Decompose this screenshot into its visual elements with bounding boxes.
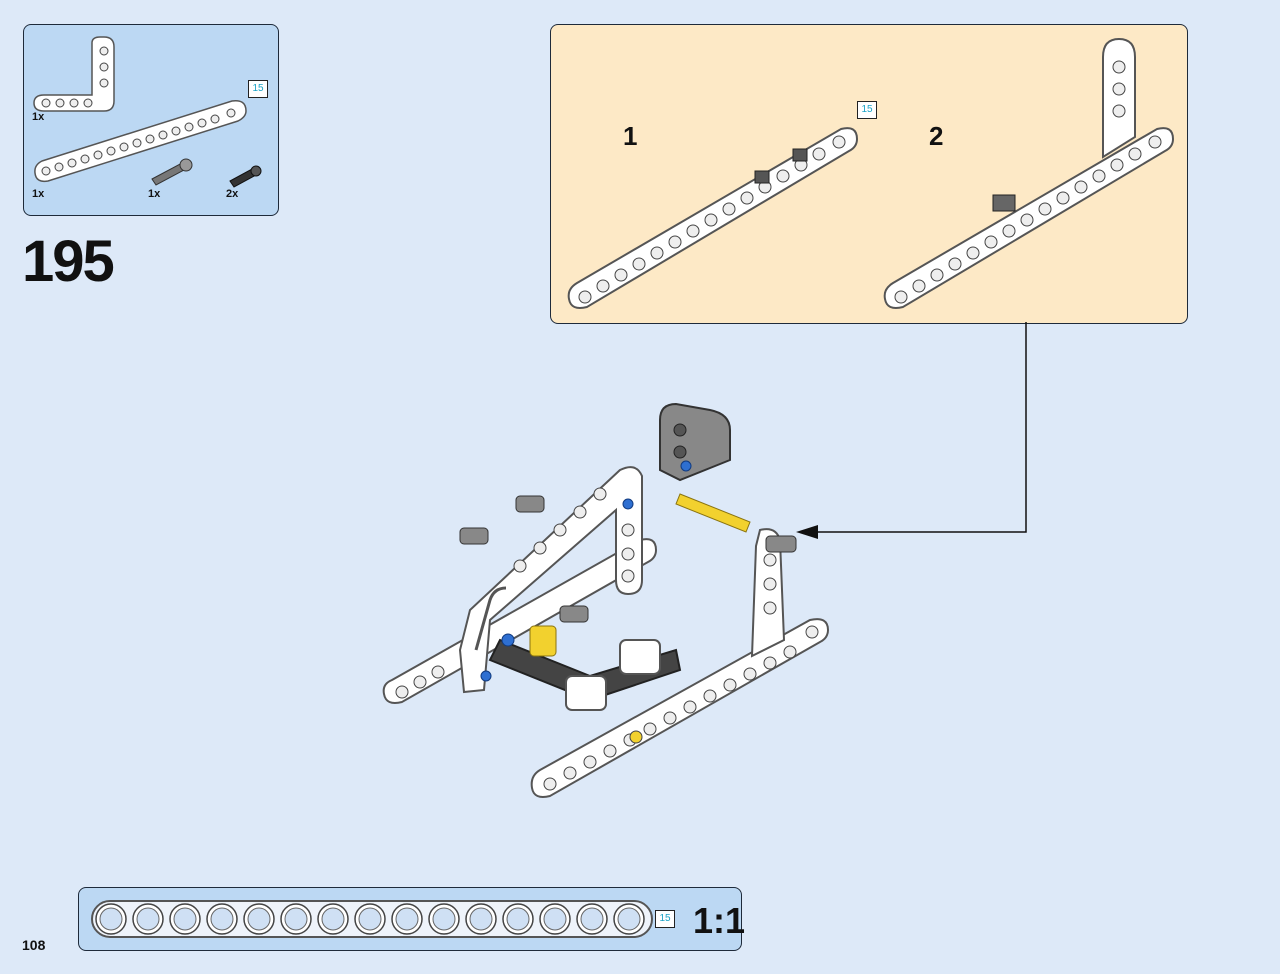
substep-2-beam-illustration (883, 37, 1175, 309)
length-badge: 15 (248, 80, 268, 98)
substep-number-2: 2 (929, 121, 944, 151)
ruler-hole-inner (210, 907, 234, 931)
ruler-hole-inner (99, 907, 123, 931)
ruler-hole-inner (580, 907, 604, 931)
ruler-hole-inner (543, 907, 567, 931)
ruler-hole-inner (469, 907, 493, 931)
ruler-hole-inner (284, 907, 308, 931)
part-qty-straight-beam: 1x (32, 188, 45, 200)
ruler-box: 15 1:1 (78, 887, 746, 951)
part-qty-friction-pin: 2x (226, 188, 239, 200)
straight-beam-15-part-icon (34, 99, 247, 183)
subassembly-box: 1 15 2 (550, 24, 1188, 324)
ruler-hole-inner (506, 907, 530, 931)
axle-pin-part-icon (151, 158, 193, 186)
ruler-hole-inner (173, 907, 197, 931)
part-qty-axle-pin: 1x (148, 188, 161, 200)
scale-label: 1:1 (693, 900, 746, 941)
ruler-hole-inner (432, 907, 456, 931)
substep-number-1: 1 (623, 121, 638, 151)
page-number: 108 (22, 937, 46, 953)
ruler-hole-inner (321, 907, 345, 931)
l-beam-part-icon (33, 36, 115, 112)
length-badge: 15 (857, 101, 877, 119)
ruler-beam-15 (91, 900, 653, 938)
ruler-hole-inner (247, 907, 271, 931)
ruler-hole-inner (136, 907, 160, 931)
step-number: 195 (22, 229, 115, 294)
main-assembly-illustration (382, 402, 830, 798)
ruler-hole-inner (617, 907, 641, 931)
substep-1-beam-illustration (567, 127, 859, 309)
ruler-hole-inner (395, 907, 419, 931)
parts-list-box: 1x 15 1x 1x 2x (23, 24, 279, 216)
length-badge: 15 (655, 910, 675, 928)
ruler-hole-inner (358, 907, 382, 931)
friction-pin-part-icon (229, 165, 262, 188)
part-qty-l-beam: 1x (32, 111, 45, 123)
